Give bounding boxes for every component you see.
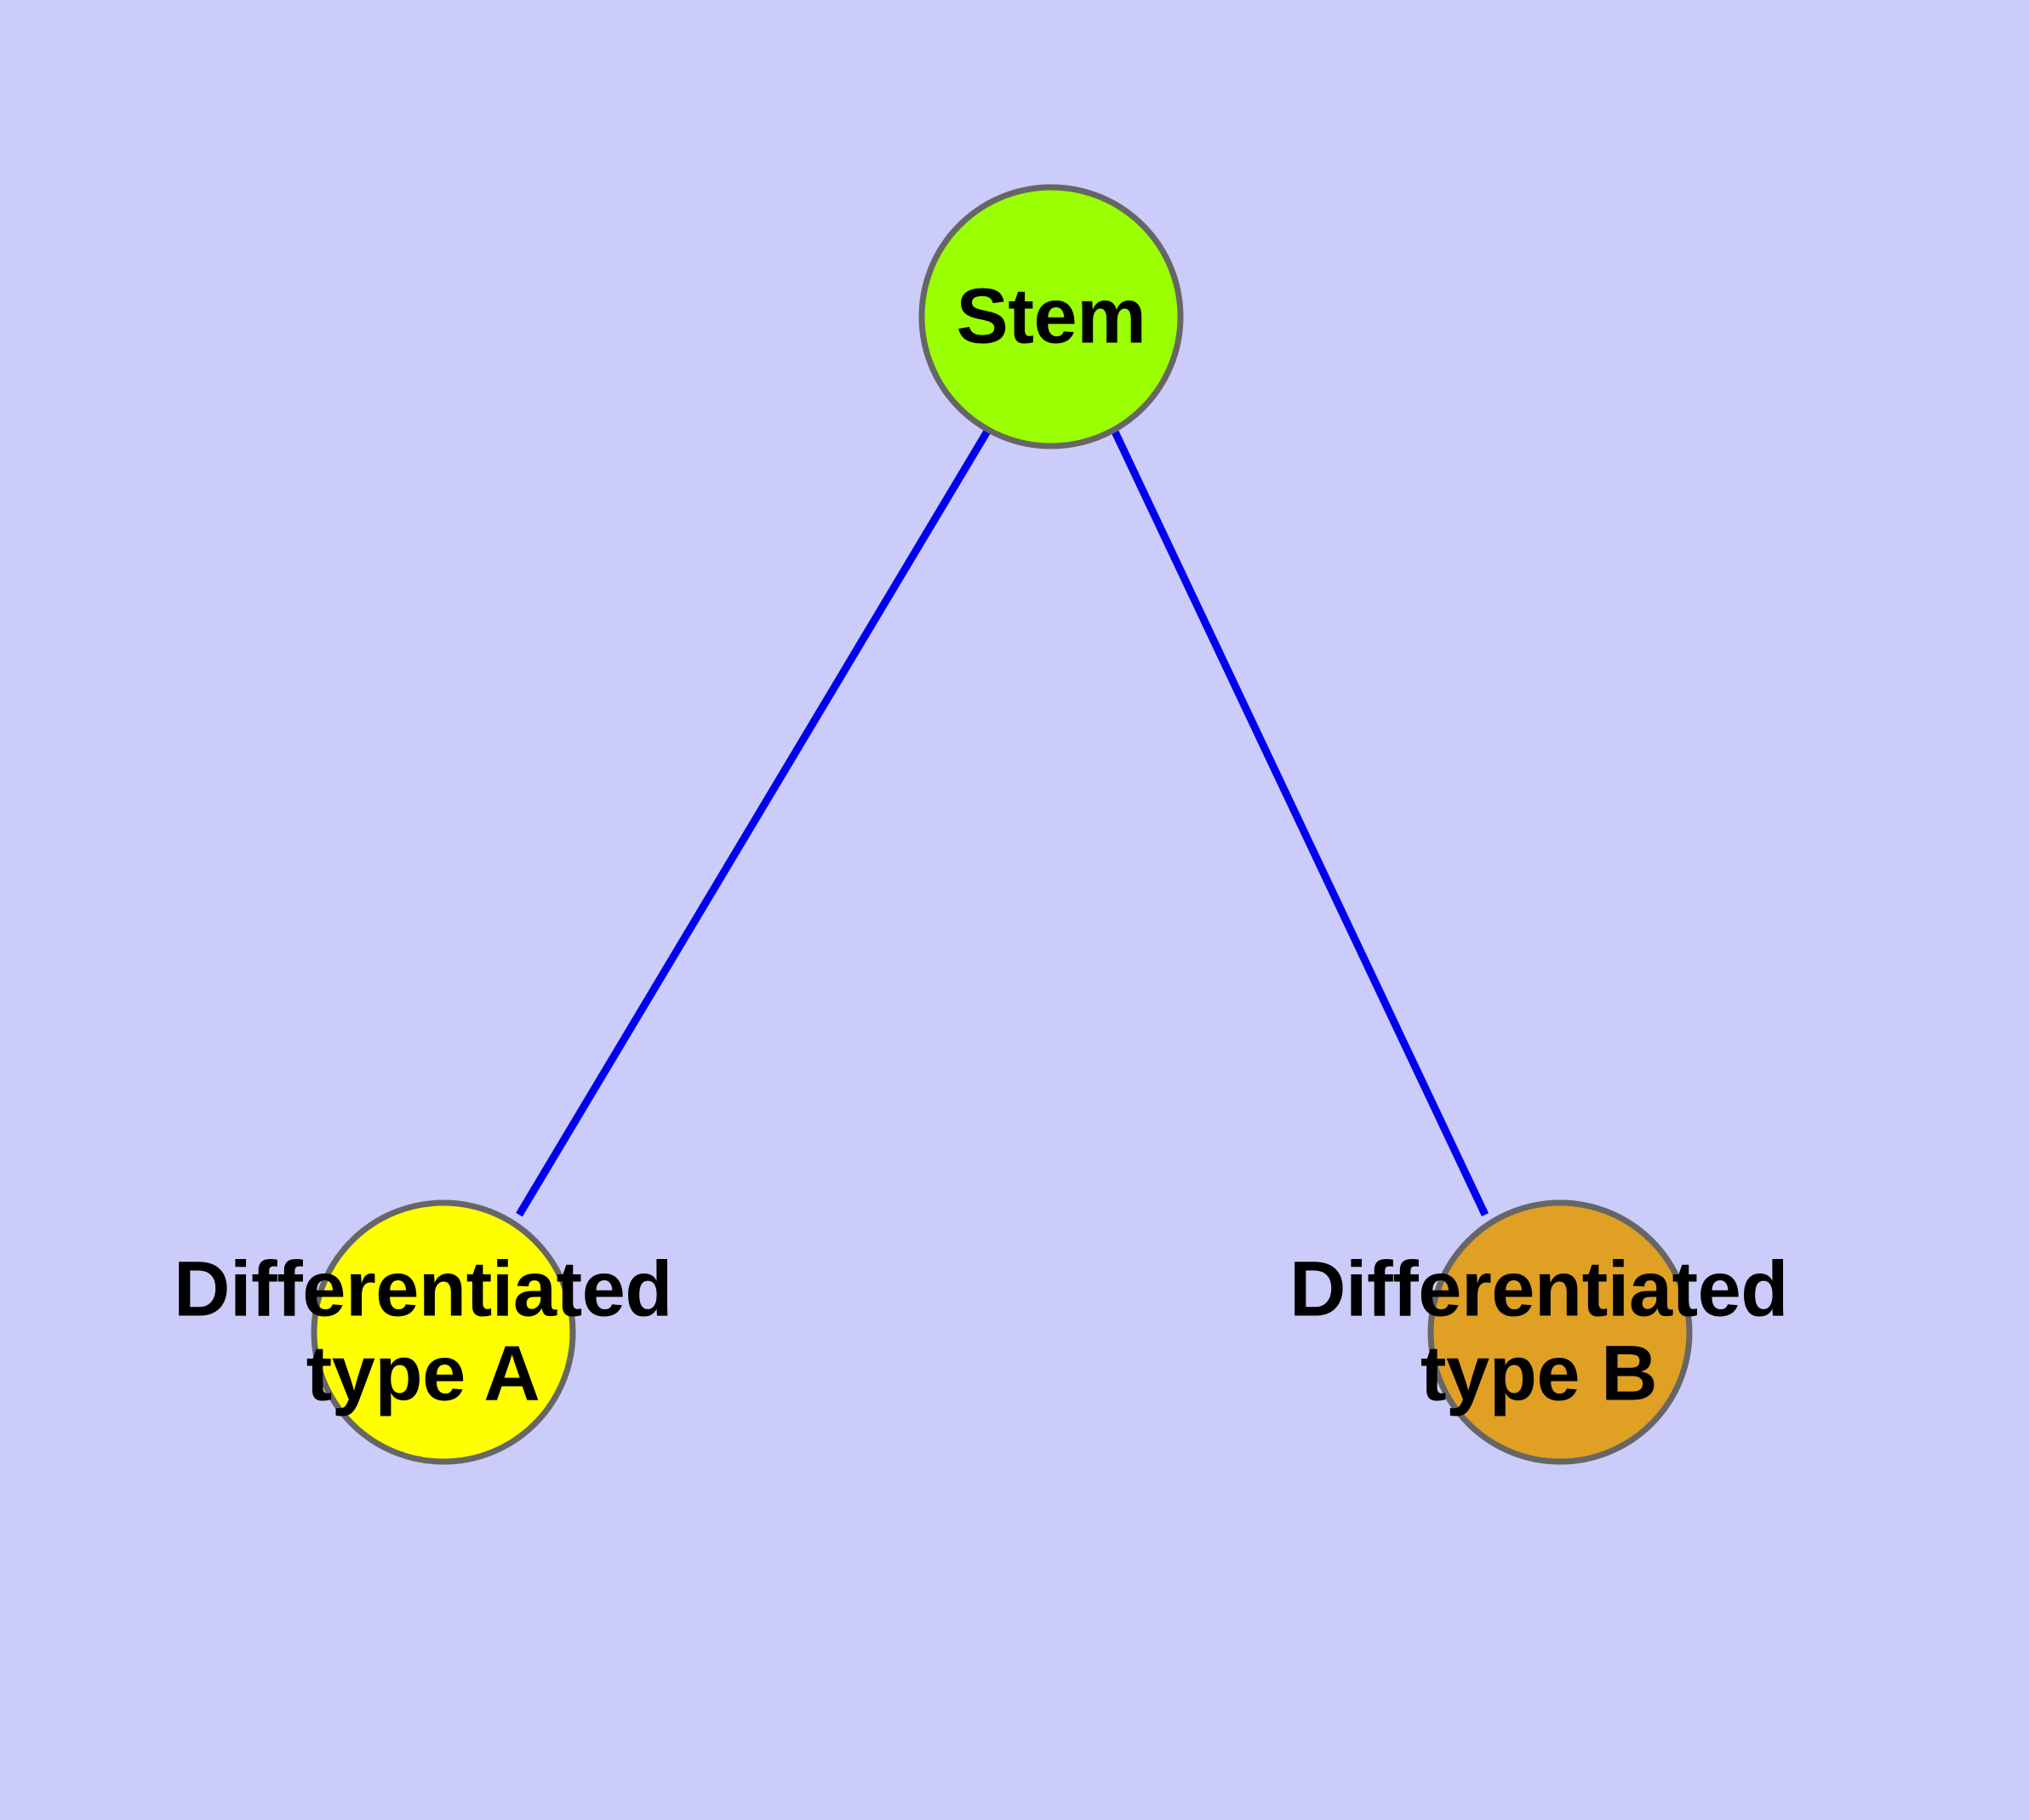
graph-edge-stem-to-diff-a[interactable] [516, 427, 992, 1217]
graph-node-diff-b[interactable] [1427, 1199, 1693, 1465]
graph-node-diff-a[interactable] [311, 1199, 576, 1465]
graph-edge-stem-to-diff-b[interactable] [1110, 428, 1489, 1216]
nodes-layer [311, 184, 1693, 1465]
edges-layer [516, 427, 1489, 1217]
graph-node-stem[interactable] [918, 184, 1184, 449]
